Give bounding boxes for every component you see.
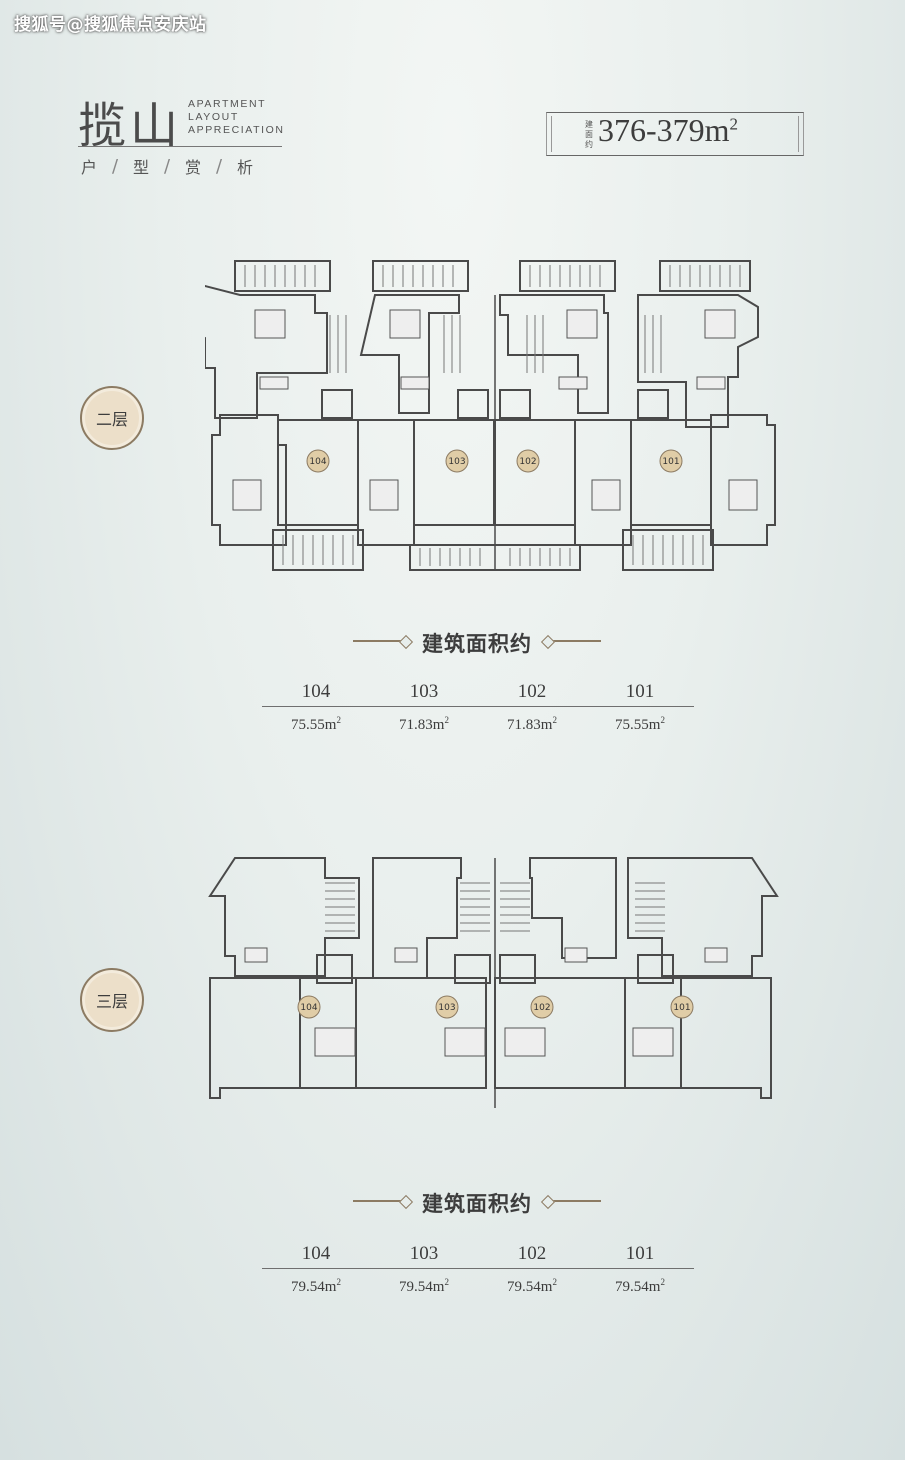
- unit-area: 79.54m2: [615, 1277, 665, 1295]
- table-rule: [262, 1268, 694, 1269]
- unit-marker-101: [670, 995, 694, 1019]
- page-title-english: APARTMENT LAYOUT APPRECIATION: [188, 98, 285, 137]
- slash-divider: /: [215, 155, 223, 177]
- watermark: 搜狐号@搜狐焦点安庆站: [14, 15, 207, 35]
- unit-marker-104: [297, 995, 321, 1019]
- unit-area: 79.54m2: [399, 1277, 449, 1295]
- area-range-box: [546, 112, 804, 156]
- unit-number: 102: [517, 1243, 547, 1264]
- floor-badge-3f: 三层: [80, 968, 144, 1032]
- unit-label: 104: [300, 1003, 317, 1013]
- unit-area: 75.55m2: [291, 715, 341, 733]
- floor-badge-2f: 二层: [80, 386, 144, 450]
- unit-label: 103: [438, 1003, 455, 1013]
- unit-label: 101: [662, 457, 679, 467]
- slash-divider: /: [111, 155, 119, 177]
- unit-number: 103: [409, 1243, 439, 1264]
- unit-marker-103: [435, 995, 459, 1019]
- subtitle-char: 析: [236, 158, 253, 177]
- unit-label: 102: [519, 457, 536, 467]
- section-heading-2f: 建筑面积约: [345, 626, 609, 656]
- area-table-3f: 104 103 102 101 79.54m2 79.54m2 79.54m2 …: [262, 1240, 694, 1296]
- unit-area: 79.54m2: [507, 1277, 557, 1295]
- page-subtitle: 户 / 型 / 赏 / 析: [78, 154, 288, 178]
- area-range: 376-379m2: [598, 112, 739, 148]
- floor-plan-3f: 104 103 102 101: [205, 853, 785, 1143]
- heading-text: 建筑面积约: [422, 632, 532, 656]
- title-en-line: LAYOUT: [188, 111, 239, 123]
- heading-text: 建筑面积约: [422, 1192, 532, 1216]
- unit-label: 104: [309, 457, 326, 467]
- unit-label: 103: [448, 457, 465, 467]
- unit-marker-101: [659, 449, 683, 473]
- unit-number: 101: [625, 1243, 655, 1264]
- floor-plan-2f: 104 103 102 101: [205, 255, 785, 580]
- unit-area: 79.54m2: [291, 1277, 341, 1295]
- unit-label: 102: [533, 1003, 550, 1013]
- table-rule: [262, 706, 694, 707]
- title-en-line: APARTMENT: [188, 98, 267, 110]
- unit-area: 75.55m2: [615, 715, 665, 733]
- unit-number: 102: [517, 681, 547, 702]
- title-en-line: APPRECIATION: [188, 124, 285, 136]
- unit-label: 101: [673, 1003, 690, 1013]
- subtitle-char: 型: [132, 158, 149, 177]
- unit-number: 101: [625, 681, 655, 702]
- subtitle-char: 户: [80, 158, 97, 177]
- page-title: 揽山: [78, 98, 183, 154]
- unit-marker-102: [516, 449, 540, 473]
- unit-number: 103: [409, 681, 439, 702]
- unit-marker-102: [530, 995, 554, 1019]
- area-tag: 建面约: [585, 120, 593, 149]
- slash-divider: /: [163, 155, 171, 177]
- unit-area: 71.83m2: [399, 715, 449, 733]
- unit-number: 104: [301, 1243, 331, 1264]
- unit-marker-104: [306, 449, 330, 473]
- subtitle-char: 赏: [184, 158, 201, 177]
- area-table-2f: 104 103 102 101 75.55m2 71.83m2 71.83m2 …: [262, 678, 694, 734]
- unit-number: 104: [301, 681, 331, 702]
- unit-area: 71.83m2: [507, 715, 557, 733]
- title-divider: [78, 146, 282, 147]
- section-heading-3f: 建筑面积约: [345, 1186, 609, 1216]
- unit-marker-103: [445, 449, 469, 473]
